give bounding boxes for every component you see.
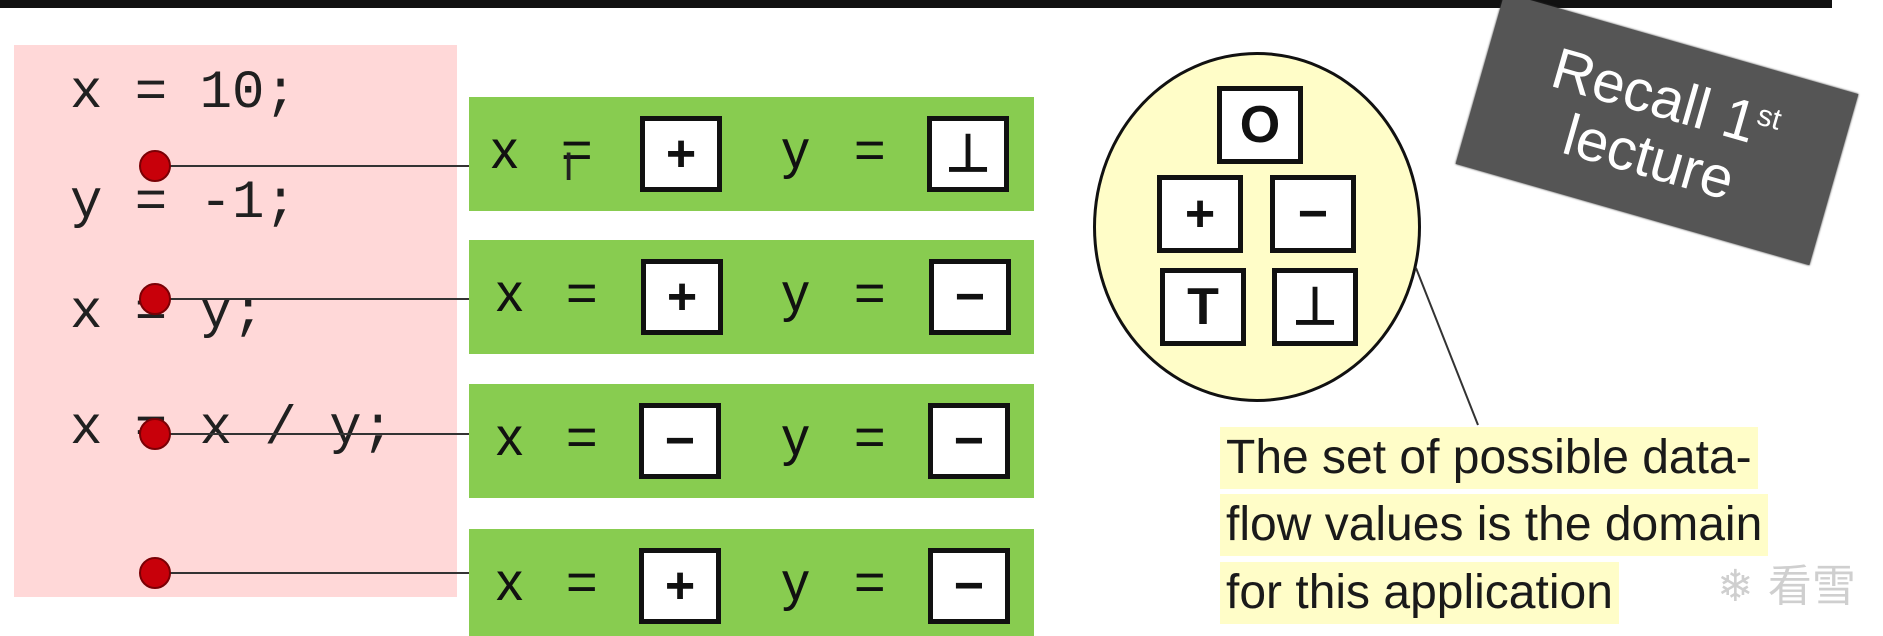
program-point-dot-1	[139, 150, 171, 182]
state-equals: =	[566, 407, 598, 467]
top-border-bar	[0, 0, 1832, 8]
lattice-plus-box: +	[1157, 175, 1243, 253]
state-equals: =	[854, 263, 886, 323]
state-y-label: y	[782, 120, 809, 180]
lattice-zero-box: O	[1217, 86, 1303, 164]
state-x-label: x	[491, 120, 518, 180]
leader-line-4	[153, 572, 471, 574]
state-row-2: x = + y = −	[469, 240, 1034, 354]
lattice-bottom-box: ⊥	[1272, 268, 1358, 346]
watermark-logo: ❄ 看雪	[1717, 561, 1856, 612]
program-point-dot-2	[139, 283, 171, 315]
state-equals: =	[561, 120, 593, 180]
y-value-box: −	[928, 548, 1010, 624]
state-x-label: x	[496, 552, 523, 612]
y-value-box: −	[929, 259, 1011, 335]
y-value-box: ⊥	[927, 116, 1009, 192]
state-x-label: x	[496, 263, 523, 323]
program-point-dot-4	[139, 557, 171, 589]
state-row-1: x = + y = ⊥	[469, 97, 1034, 211]
caption-line-2: flow values is the domain	[1220, 494, 1769, 556]
state-x-label: x	[496, 407, 523, 467]
state-equals: =	[566, 263, 598, 323]
x-value-box: +	[641, 259, 723, 335]
state-equals: =	[854, 120, 886, 180]
state-y-label: y	[782, 263, 809, 323]
state-equals: =	[566, 552, 598, 612]
x-value-box: −	[639, 403, 721, 479]
code-panel: x = 10; y = -1; x = y; x = x / y;	[14, 45, 457, 597]
code-line-2: y = -1;	[70, 173, 297, 234]
state-y-label: y	[782, 407, 809, 467]
lattice-top-box: T	[1160, 268, 1246, 346]
state-row-3: x = − y = −	[469, 384, 1034, 498]
code-line-4: x = x / y;	[70, 399, 395, 460]
text-cursor-icon: Ⅰ	[563, 145, 575, 189]
leader-line-3	[153, 433, 471, 435]
leader-line-2	[153, 298, 471, 300]
x-value-box: +	[639, 548, 721, 624]
state-equals: =	[854, 552, 886, 612]
caption-line-3: for this application	[1220, 562, 1619, 624]
program-point-dot-3	[139, 418, 171, 450]
x-value-box: +	[640, 116, 722, 192]
state-y-label: y	[782, 552, 809, 612]
caption-line-1: The set of possible data-	[1220, 427, 1758, 489]
code-line-1: x = 10;	[70, 63, 297, 124]
lattice-minus-box: −	[1270, 175, 1356, 253]
y-value-box: −	[928, 403, 1010, 479]
caption-connector-line	[1415, 267, 1479, 426]
state-row-4: x = + y = −	[469, 529, 1034, 636]
state-equals: =	[854, 407, 886, 467]
leader-line-1	[153, 165, 471, 167]
lattice-oval: O + − T ⊥	[1093, 52, 1421, 402]
recall-banner: Recall 1st lecture	[1455, 0, 1859, 266]
